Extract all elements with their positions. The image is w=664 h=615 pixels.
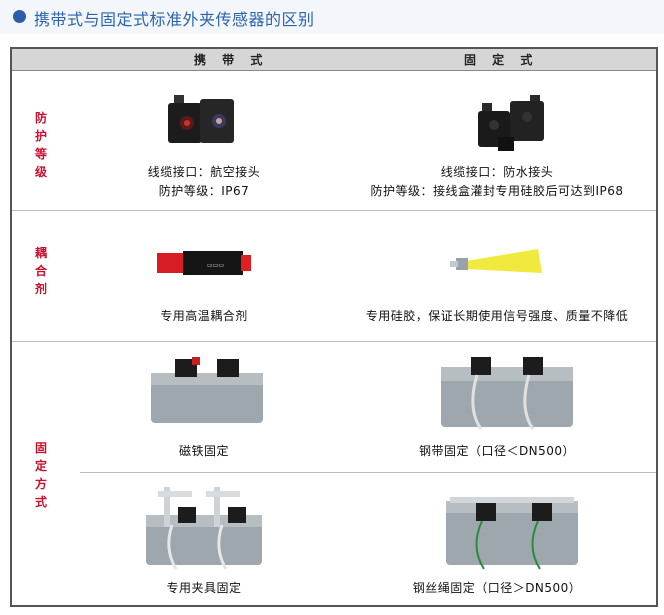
waterproof-connector-sensor-image [478,95,544,151]
silicone-tube-image [450,249,542,273]
row-label-couplant: 耦合剂 [34,246,47,296]
magnet-caption: 磁铁固定 [178,444,229,458]
column-header-portable: 携 带 式 [194,53,269,67]
svg-text:▭▭▭: ▭▭▭ [207,262,224,269]
steel-band-mount-image [441,357,573,430]
sub-row-divider [80,472,656,473]
clamp-caption: 专用夹具固定 [166,581,242,595]
comparison-table: 携 带 式 固 定 式 防护等级 线缆接口：航空接头 防护等级：IP67 线缆接… [10,47,658,607]
bullet-icon [13,10,26,23]
couplant-tube-image: ▭▭▭ [157,251,251,275]
row-divider [12,210,656,211]
wire-rope-caption: 钢丝绳固定（口径＞DN500） [412,581,582,595]
steel-band-caption: 钢带固定（口径＜DN500） [418,444,576,458]
couplant-caption: 专用高温耦合剂 [160,309,248,323]
portable-protection-text: 防护等级：IP67 [158,184,250,198]
row-label-mounting: 固定方式 [34,441,47,509]
page-title: 携带式与固定式标准外夹传感器的区别 [34,10,315,29]
fixed-interface-text: 线缆接口：防水接头 [440,165,554,179]
column-header-fixed: 固 定 式 [464,53,539,67]
title-bar: 携带式与固定式标准外夹传感器的区别 [0,0,664,34]
magnet-mount-image [151,357,263,423]
fixed-protection-text: 防护等级：接线盒灌封专用硅胶后可达到IP68 [370,184,624,198]
silicone-caption: 专用硅胶，保证长期使用信号强度、质量不降低 [365,309,629,323]
clamp-fixture-image [146,487,262,570]
row-label-protection: 防护等级 [34,111,47,179]
aviation-connector-sensor-image [168,95,234,143]
table-header: 携 带 式 固 定 式 [12,49,656,71]
wire-rope-mount-image [446,497,578,570]
portable-interface-text: 线缆接口：航空接头 [147,165,261,179]
row-divider [12,341,656,342]
